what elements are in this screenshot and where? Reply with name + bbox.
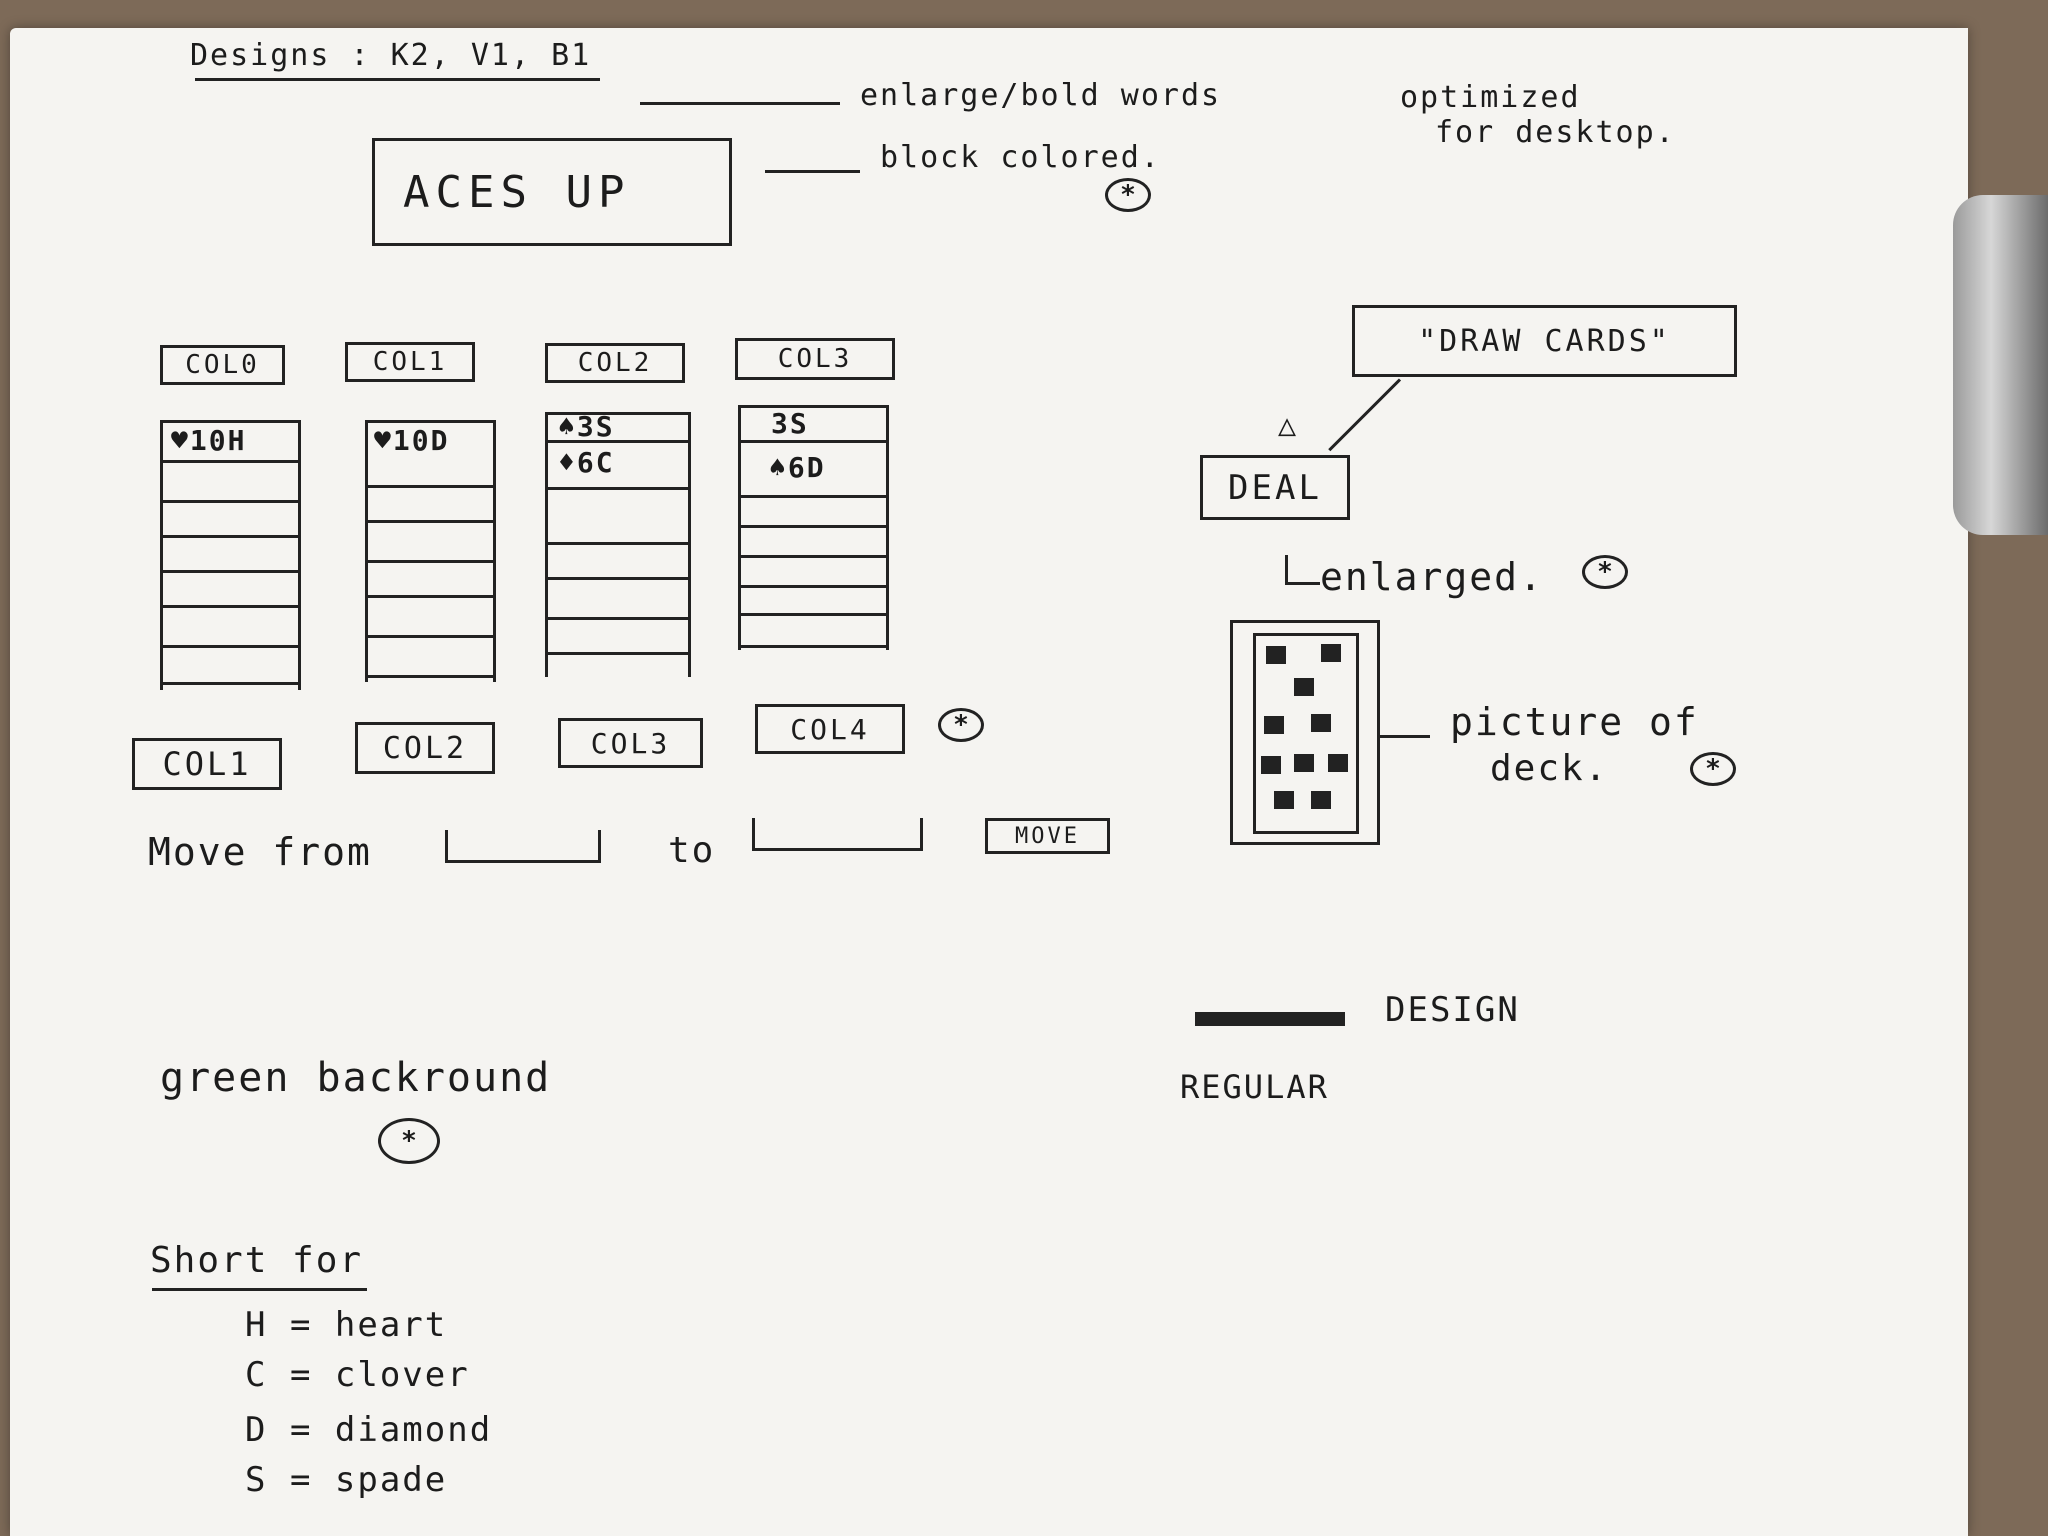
deck-pip [1311, 714, 1331, 732]
deck-pip [1294, 678, 1314, 696]
card-stack-1[interactable]: ♥10D [365, 420, 496, 682]
deck-picture[interactable] [1230, 620, 1380, 845]
game-title: ACES UP [403, 166, 631, 218]
optimized-note-2: for desktop. [1435, 115, 1676, 150]
spade-icon: ♠ [769, 451, 788, 484]
move-to-label: to [668, 830, 716, 871]
deck-pip [1311, 791, 1331, 809]
move-from-input[interactable] [445, 830, 601, 863]
block-colored-note: block colored. [880, 140, 1161, 175]
designs-underline [195, 78, 600, 81]
legend-underline [152, 1288, 367, 1291]
deal-button[interactable]: DEAL [1200, 455, 1350, 520]
col-button-4[interactable]: COL4 [755, 704, 905, 754]
deck-pip [1264, 716, 1284, 734]
deck-pip [1274, 791, 1294, 809]
title-box: ACES UP [372, 138, 732, 246]
spade-icon: ♠ [558, 410, 577, 443]
col-button-1[interactable]: COL1 [132, 738, 282, 790]
star-mark-4: * [1690, 752, 1736, 786]
col-header-0[interactable]: COL0 [160, 345, 285, 385]
binder-clip [1953, 195, 2048, 535]
picture-note-2: deck. [1490, 748, 1609, 789]
arrow-head-icon: △ [1278, 408, 1297, 443]
card-10d[interactable]: ♥10D [374, 424, 450, 457]
draw-cards-note-box: "DRAW CARDS" [1352, 305, 1737, 377]
designs-label: Designs : K2, V1, B1 [190, 38, 592, 73]
enlarged-pointer-h [1285, 582, 1320, 585]
enlarged-note: enlarged. [1320, 555, 1544, 599]
col-header-1[interactable]: COL1 [345, 342, 475, 382]
col-button-3[interactable]: COL3 [558, 718, 703, 768]
col-button-2[interactable]: COL2 [355, 722, 495, 774]
card-stack-0[interactable]: ♥10H [160, 420, 301, 690]
card-stack-2[interactable]: ♠3S ♦6C [545, 410, 691, 677]
col-header-2[interactable]: COL2 [545, 343, 685, 383]
deck-pip [1266, 646, 1286, 664]
block-pointer [765, 170, 860, 173]
enlarged-pointer-v [1285, 555, 1288, 585]
heart-icon: ♥ [374, 424, 393, 457]
legend-item-spade: S = spade [245, 1460, 448, 1500]
card-3s-col3[interactable]: 3S [771, 407, 809, 440]
star-mark-1: * [1105, 178, 1151, 212]
card-6d[interactable]: ♠6D [769, 451, 826, 484]
deck-pip [1321, 644, 1341, 662]
deck-pointer [1380, 735, 1430, 738]
deck-pip [1294, 754, 1314, 772]
star-mark-3: * [1582, 555, 1628, 589]
sketch-paper [10, 28, 1968, 1536]
picture-note-1: picture of [1450, 700, 1699, 744]
star-mark-2: * [938, 708, 984, 742]
star-mark-5: * [378, 1118, 440, 1164]
deck-pip [1261, 756, 1281, 774]
legend-item-heart: H = heart [245, 1305, 448, 1345]
legend-item-clover: C = clover [245, 1355, 470, 1395]
deck-pip [1328, 754, 1348, 772]
card-3s[interactable]: ♠3S [558, 410, 615, 443]
move-to-input[interactable] [752, 818, 923, 851]
enlarge-note: enlarge/bold words [860, 78, 1222, 113]
diamond-icon: ♦ [558, 446, 577, 479]
card-10h[interactable]: ♥10H [171, 424, 247, 457]
heart-icon: ♥ [171, 424, 190, 457]
move-from-label: Move from [148, 830, 372, 874]
design-note: DESIGN [1385, 990, 1520, 1030]
regular-note: REGULAR [1180, 1068, 1329, 1106]
legend-item-diamond: D = diamond [245, 1410, 493, 1450]
green-background-note: green backround [160, 1055, 552, 1101]
scribbled-out-word [1195, 1012, 1345, 1026]
legend-title: Short for [150, 1240, 364, 1281]
optimized-note-1: optimized [1400, 80, 1581, 115]
col-header-3[interactable]: COL3 [735, 338, 895, 380]
move-button[interactable]: MOVE [985, 818, 1110, 854]
card-stack-3[interactable]: 3S ♠6D [738, 405, 889, 650]
card-6c[interactable]: ♦6C [558, 446, 615, 479]
enlarge-pointer [640, 102, 840, 105]
